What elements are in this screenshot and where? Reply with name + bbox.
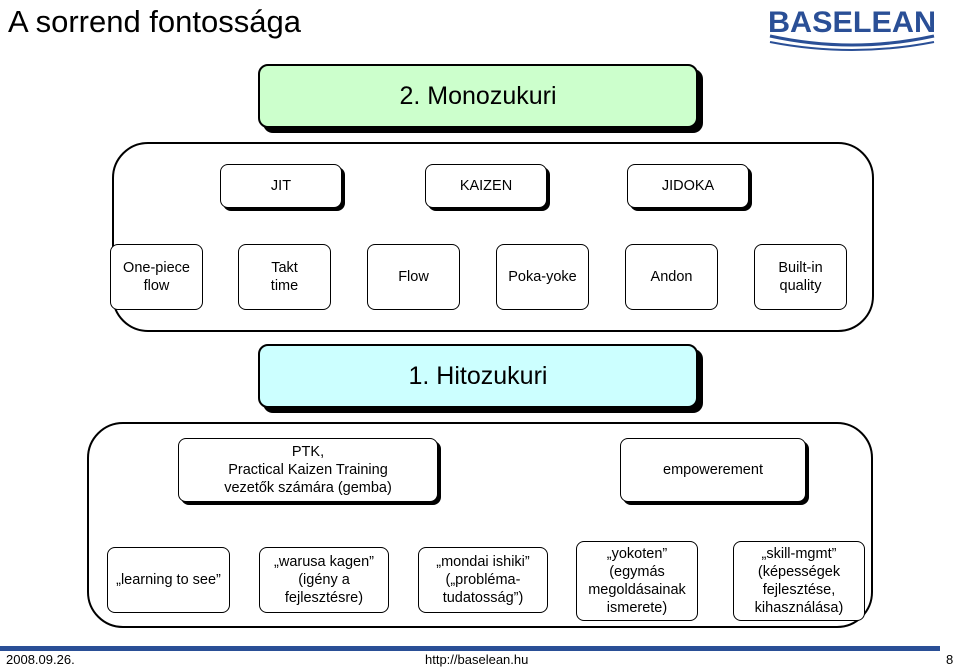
learning-to-see-box: „learning to see” — [107, 547, 230, 613]
skill-mgmt-box: „skill-mgmt” (képességek fejlesztése, ki… — [733, 541, 865, 621]
footer-divider — [0, 646, 940, 651]
built-in-quality-box: Built-in quality — [754, 244, 847, 310]
monozukuri-header: 2. Monozukuri — [258, 64, 698, 128]
kaizen-box: KAIZEN — [425, 164, 547, 208]
andon-box: Andon — [625, 244, 718, 310]
ptk-box: PTK, Practical Kaizen Training vezetők s… — [178, 438, 438, 502]
empowerement-box: empowerement — [620, 438, 806, 502]
takt-time-box: Takt time — [238, 244, 331, 310]
slide-title: A sorrend fontossága — [8, 4, 301, 39]
jidoka-box: JIDOKA — [627, 164, 749, 208]
logo-text: BASELEAN — [768, 6, 936, 39]
flow-box: Flow — [367, 244, 460, 310]
poka-yoke-box: Poka-yoke — [496, 244, 589, 310]
mondai-ishiki-box: „mondai ishiki” („probléma- tudatosság”) — [418, 547, 548, 613]
footer-date: 2008.09.26. — [6, 652, 75, 667]
yokoten-box: „yokoten” (egymás megoldásainak ismerete… — [576, 541, 698, 621]
page-number: 8 — [946, 652, 954, 667]
baselean-logo: BASELEAN — [766, 2, 938, 52]
one-piece-flow-box: One-piece flow — [110, 244, 203, 310]
warusa-kagen-box: „warusa kagen” (igény a fejlesztésre) — [259, 547, 389, 613]
hitozukuri-header: 1. Hitozukuri — [258, 344, 698, 408]
jit-box: JIT — [220, 164, 342, 208]
footer-url[interactable]: http://baselean.hu — [425, 652, 529, 667]
